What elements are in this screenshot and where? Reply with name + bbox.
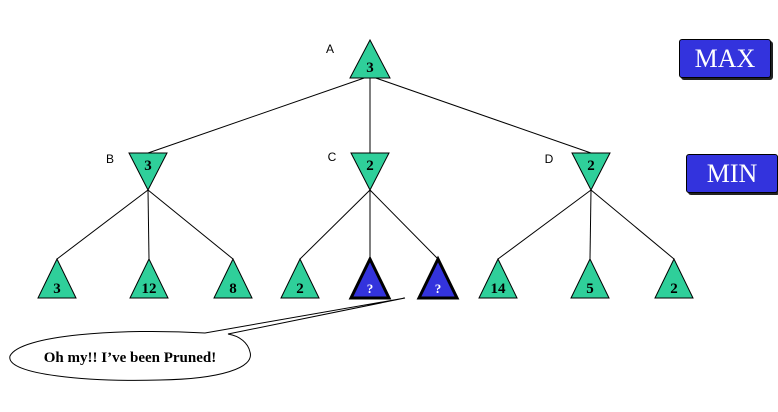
leaf-3 [213, 257, 253, 299]
max-legend-box: MAX [679, 39, 771, 78]
edge-to-leaf-9 [590, 189, 675, 260]
edge-to-leaf-1 [56, 189, 149, 260]
leaf-2-value: 12 [142, 281, 157, 297]
leaf-8-value: 5 [586, 281, 594, 297]
callout-bubble [9, 297, 406, 381]
min-node-c-value: 2 [366, 158, 374, 174]
edge-to-leaf-4 [299, 189, 371, 260]
max-legend-label: MAX [694, 43, 756, 73]
edge-to-leaf-8 [589, 189, 592, 260]
pruned-leaf-6 [416, 255, 460, 300]
callout-text: Oh my!! I’ve been Pruned! [44, 350, 217, 366]
max-node-a-value: 3 [366, 60, 374, 76]
pruned-leaf-5 [348, 255, 392, 300]
min-node-c [350, 152, 390, 192]
min-legend-label: MIN [706, 158, 758, 188]
node-label-b: B [106, 152, 114, 166]
min-node-d [571, 152, 611, 192]
max-node-a [349, 38, 391, 79]
leaf-8 [570, 257, 610, 299]
leaf-7-value: 14 [491, 281, 507, 297]
edge-root-to-d [369, 75, 592, 154]
edge-to-leaf-3 [147, 189, 234, 260]
leaf-5-value: ? [367, 281, 374, 296]
leaf-4 [280, 257, 320, 299]
node-label-a: A [326, 42, 334, 56]
leaf-9-value: 2 [670, 281, 678, 297]
min-legend-box: MIN [686, 154, 778, 193]
edge-to-leaf-7 [497, 189, 592, 260]
node-label-c: C [328, 150, 337, 164]
pruned-callout: Oh my!! I’ve been Pruned! [9, 297, 406, 381]
leaf-2 [129, 257, 169, 299]
min-node-b [128, 152, 168, 192]
leaf-9 [654, 257, 694, 299]
leaf-1-value: 3 [53, 281, 61, 297]
leaf-3-value: 8 [229, 281, 237, 297]
min-node-b-value: 3 [144, 158, 152, 174]
leaf-1 [37, 257, 77, 299]
node-label-d: D [545, 152, 554, 166]
leaf-4-value: 2 [296, 281, 304, 297]
edge-to-leaf-2 [147, 189, 150, 260]
edge-root-to-b [147, 75, 371, 154]
leaf-6-value: ? [435, 281, 442, 296]
min-node-d-value: 2 [587, 158, 595, 174]
edge-to-leaf-6 [369, 189, 439, 260]
leaf-7 [478, 257, 518, 299]
tree-edges [56, 75, 675, 260]
